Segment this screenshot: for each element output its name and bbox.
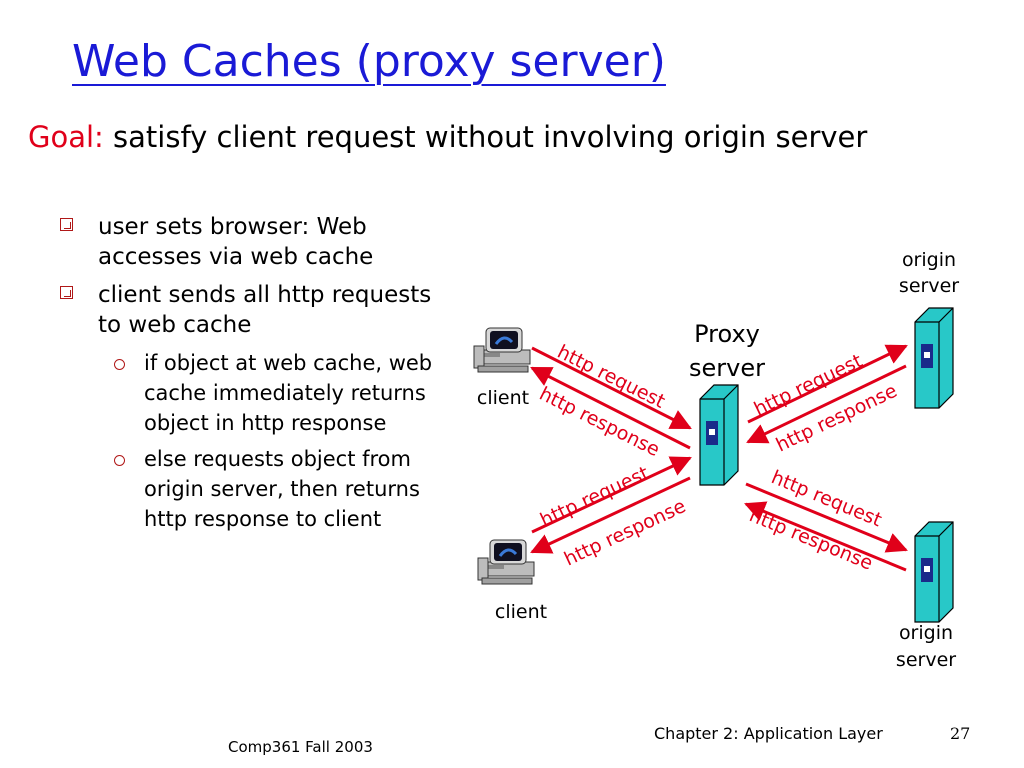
client-top-computer-icon	[472, 326, 532, 374]
page-number: 27	[950, 724, 971, 743]
sub-bullet-item: if object at web cache, web cache immedi…	[60, 348, 440, 438]
arrow-request-origin-top	[747, 344, 908, 424]
arrow-response-client-top	[530, 366, 691, 450]
arrow-request-client-bottom	[531, 456, 692, 534]
goal-line: Goal: satisfy client request without inv…	[28, 120, 867, 154]
arrow-response-origin-bottom	[744, 501, 907, 572]
client-bottom-computer-icon	[476, 538, 536, 586]
proxy-label-line1: Proxy	[694, 320, 760, 348]
origin-bottom-label-line2: server	[896, 649, 956, 671]
footer-chapter: Chapter 2: Application Layer	[654, 724, 883, 743]
origin-bottom-label-line1: origin	[899, 622, 953, 644]
checkbox-bullet-icon	[60, 286, 73, 299]
goal-text: satisfy client request without involving…	[113, 120, 868, 154]
bullet-list: user sets browser: Web accesses via web …	[60, 212, 440, 540]
bullet-item: client sends all http requests to web ca…	[60, 280, 440, 340]
bullet-text: client sends all http requests to web ca…	[98, 282, 432, 338]
proxy-server-icon	[699, 384, 739, 486]
arrow-response-origin-top	[746, 364, 907, 444]
circle-bullet-icon	[114, 455, 125, 466]
checkbox-bullet-icon	[60, 218, 73, 231]
sub-bullet-text: if object at web cache, web cache immedi…	[144, 351, 433, 435]
arrow-request-client-top	[531, 346, 692, 430]
bullet-text: user sets browser: Web accesses via web …	[98, 214, 374, 270]
goal-label: Goal:	[28, 120, 104, 154]
circle-bullet-icon	[114, 359, 125, 370]
arrow-request-origin-bottom	[745, 482, 908, 553]
footer-course: Comp361 Fall 2003	[228, 738, 373, 756]
origin-top-label-line2: server	[899, 275, 959, 297]
proxy-label-line2: server	[689, 354, 765, 382]
client-bottom-label: client	[495, 601, 547, 623]
origin-server-top-icon	[914, 307, 954, 409]
arrow-response-client-bottom	[530, 476, 691, 554]
client-top-label: client	[477, 387, 529, 409]
origin-server-bottom-icon	[914, 521, 954, 623]
sub-bullet-item: else requests object from origin server,…	[60, 444, 440, 534]
bullet-item: user sets browser: Web accesses via web …	[60, 212, 440, 272]
origin-top-label-line1: origin	[902, 249, 956, 271]
sub-bullet-text: else requests object from origin server,…	[144, 447, 420, 531]
slide-title: Web Caches (proxy server)	[72, 36, 666, 87]
